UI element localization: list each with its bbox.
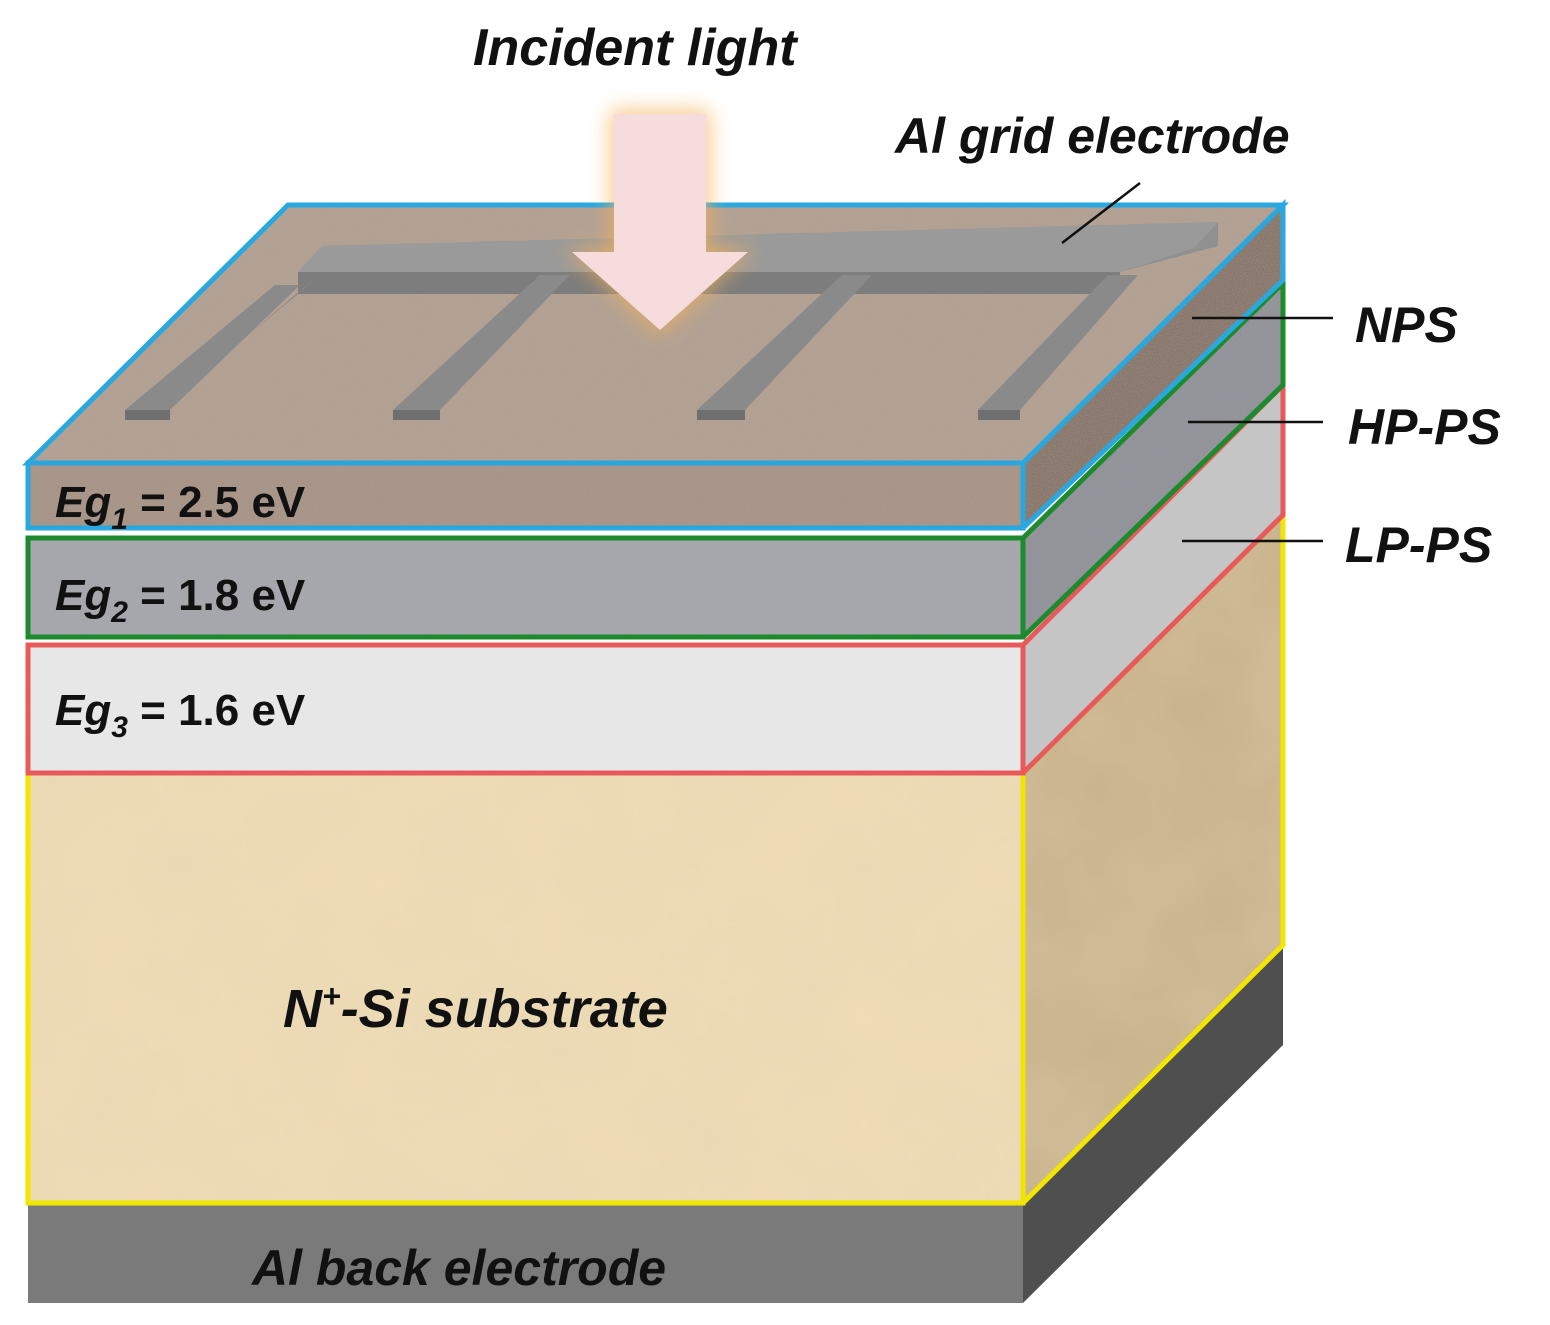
substrate-layer <box>25 508 1286 1206</box>
hp-ps-label: HP-PS <box>1348 399 1501 455</box>
substrate-label: N+-Si substrate <box>283 978 668 1039</box>
al-grid-leader <box>1061 182 1141 244</box>
substrate-label-n: N <box>283 979 323 1039</box>
hp-ps-layer <box>25 277 1286 640</box>
lp-ps-layer <box>25 378 1286 776</box>
al-grid-electrode-label: Al grid electrode <box>893 108 1290 164</box>
hp-ps-outline <box>25 535 1026 640</box>
bandgap-1-prefix: Eg <box>55 478 111 527</box>
lp-ps-label: LP-PS <box>1345 517 1492 573</box>
bandgap-2-label: Eg2 = 1.8 eV <box>55 571 306 629</box>
incident-light-arrow <box>565 110 755 335</box>
incident-light-label: Incident light <box>473 19 799 77</box>
bandgap-3-prefix: Eg <box>55 686 111 735</box>
substrate-label-sup: + <box>322 978 341 1014</box>
substrate-label-rest: -Si substrate <box>341 979 668 1039</box>
leader-lines <box>1061 182 1333 543</box>
bandgap-2-value: = 1.8 eV <box>128 571 306 620</box>
bandgap-2-sub: 2 <box>110 596 128 629</box>
bandgap-3-value: = 1.6 eV <box>128 686 306 735</box>
lp-ps-outline <box>25 642 1026 776</box>
bandgap-1-sub: 1 <box>111 503 128 536</box>
bandgap-1-value: = 2.5 eV <box>128 478 306 527</box>
bandgap-3-label: Eg3 = 1.6 eV <box>55 686 306 744</box>
al-back-electrode-layer <box>28 945 1283 1303</box>
bandgap-3-sub: 3 <box>111 711 128 744</box>
al-back-electrode-label: Al back electrode <box>250 1240 666 1296</box>
bandgap-1-label: Eg1 = 2.5 eV <box>55 478 306 536</box>
nps-label: NPS <box>1355 297 1458 353</box>
bandgap-2-prefix: Eg <box>55 571 111 620</box>
